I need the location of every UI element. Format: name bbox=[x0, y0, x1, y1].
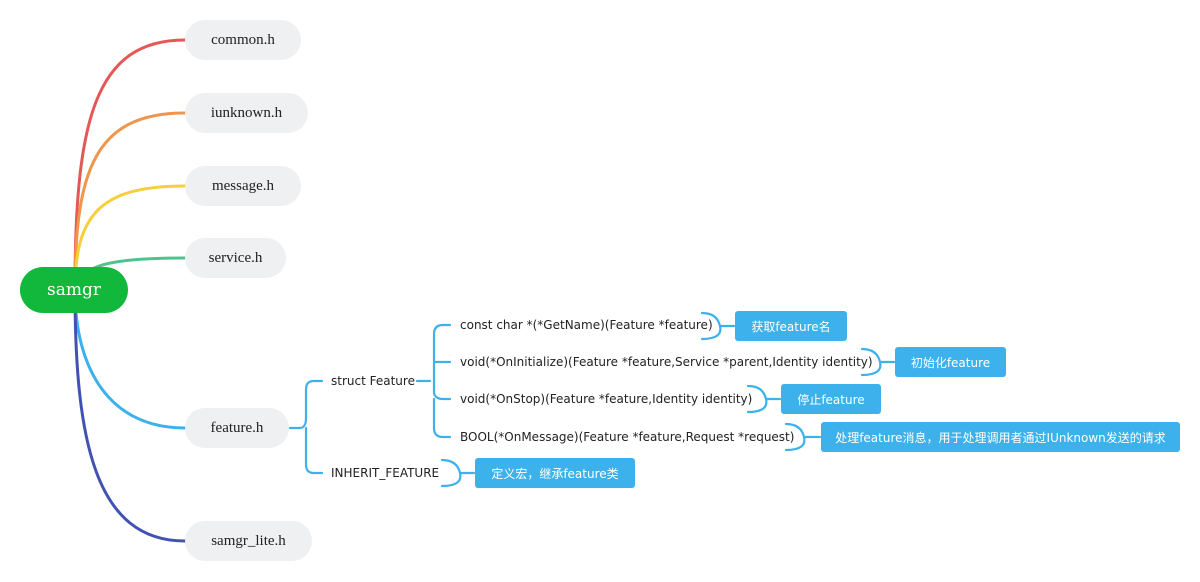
member-onmessage[interactable]: BOOL(*OnMessage)(Feature *feature,Reques… bbox=[460, 430, 795, 444]
file-node-common-h[interactable]: common.h bbox=[185, 20, 301, 60]
bracket-note-macro bbox=[440, 458, 476, 488]
file-node-feature-h[interactable]: feature.h bbox=[185, 408, 289, 448]
member-onstop[interactable]: void(*OnStop)(Feature *feature,Identity … bbox=[460, 392, 753, 406]
file-node-samgr-lite-h[interactable]: samgr_lite.h bbox=[185, 521, 312, 561]
member-oninitialize[interactable]: void(*OnInitialize)(Feature *feature,Ser… bbox=[460, 355, 873, 369]
file-node-service-h[interactable]: service.h bbox=[185, 238, 286, 278]
file-node-message-h[interactable]: message.h bbox=[185, 166, 301, 206]
bracket-note-oninitialize bbox=[860, 347, 896, 377]
bracket-feature-h bbox=[288, 379, 324, 475]
note-getname: 获取feature名 bbox=[735, 311, 847, 341]
connector-message bbox=[73, 184, 187, 292]
connector-samgr-lite bbox=[73, 288, 187, 543]
note-oninitialize: 初始化feature bbox=[895, 347, 1006, 377]
file-node-iunknown-h[interactable]: iunknown.h bbox=[185, 93, 308, 133]
bracket-note-getname bbox=[700, 311, 736, 341]
bracket-note-onmessage bbox=[784, 422, 822, 452]
bracket-note-onstop bbox=[746, 384, 782, 414]
note-inherit-feature: 定义宏，继承feature类 bbox=[475, 458, 635, 488]
struct-feature-label[interactable]: struct Feature bbox=[331, 374, 415, 388]
inherit-feature-label[interactable]: INHERIT_FEATURE bbox=[331, 466, 440, 480]
bracket-struct-feature bbox=[415, 323, 452, 439]
root-node[interactable]: samgr bbox=[20, 267, 128, 313]
member-getname[interactable]: const char *(*GetName)(Feature *feature) bbox=[460, 318, 713, 332]
connector-iunknown bbox=[73, 111, 187, 292]
note-onmessage: 处理feature消息，用于处理调用者通过IUnknown发送的请求 bbox=[821, 422, 1180, 452]
note-onstop: 停止feature bbox=[781, 384, 881, 414]
